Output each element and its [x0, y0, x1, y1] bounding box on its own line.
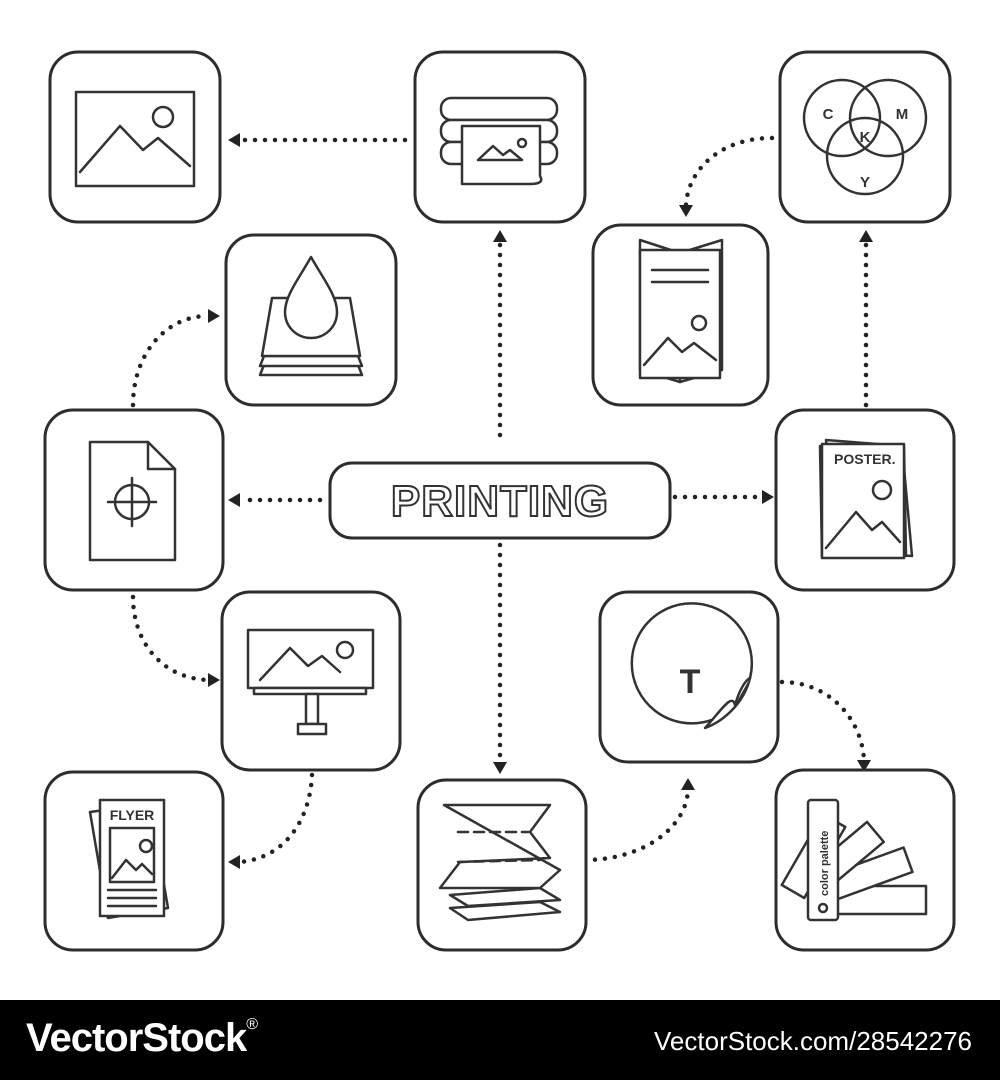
footer-bar: VectorStock® VectorStock.com/28542276: [0, 1000, 1000, 1080]
large-format-printer-icon: [439, 96, 559, 186]
palette-label: color palette: [819, 831, 831, 896]
booklet-icon: [638, 238, 724, 384]
cmyk-label-k: K: [860, 129, 871, 146]
poster-icon: POSTER.: [818, 438, 914, 560]
sticker-icon: T: [630, 602, 754, 730]
brand-name: VectorStock: [26, 1016, 247, 1060]
center-title: PRINTING: [391, 477, 609, 526]
color-palette-icon: color palette: [780, 798, 928, 922]
cmyk-label-y: Y: [860, 174, 870, 191]
cmyk-node: C M K Y: [778, 50, 952, 224]
mind-map: PRINTING C M K Y: [43, 50, 956, 952]
booklet-node: [591, 223, 770, 407]
billboard-node: [220, 590, 402, 772]
printer-node: [413, 50, 587, 224]
sticker-node: T: [598, 590, 780, 764]
registered-mark: ®: [246, 1016, 258, 1033]
brand-logo: VectorStock®: [26, 1016, 258, 1061]
folded-paper-node: [416, 778, 588, 952]
center-node: PRINTING: [328, 461, 672, 540]
sticker-letter: T: [680, 663, 701, 701]
crop-marks-file-icon: [88, 440, 177, 562]
flyer-label: FLYER: [110, 807, 155, 823]
cmyk-circles-icon: C M K Y: [802, 78, 928, 196]
poster-label: POSTER.: [834, 451, 895, 467]
flyer-icon: FLYER: [88, 798, 170, 920]
color-palette-node: color palette: [774, 768, 956, 952]
cmyk-label-c: C: [823, 106, 834, 123]
image-icon: [74, 90, 196, 188]
connectors: [130, 133, 873, 869]
cmyk-label-m: M: [896, 106, 909, 123]
ink-node: [224, 233, 398, 407]
poster-node: POSTER.: [774, 408, 956, 592]
image-node: [48, 50, 222, 224]
image-reference: VectorStock.com/28542276: [654, 1026, 972, 1056]
ink-drop-icon: [258, 255, 364, 377]
print-file-node: [43, 408, 225, 592]
billboard-icon: [246, 628, 375, 736]
flyer-node: FLYER: [43, 770, 225, 952]
folded-paper-icon: [438, 803, 562, 922]
